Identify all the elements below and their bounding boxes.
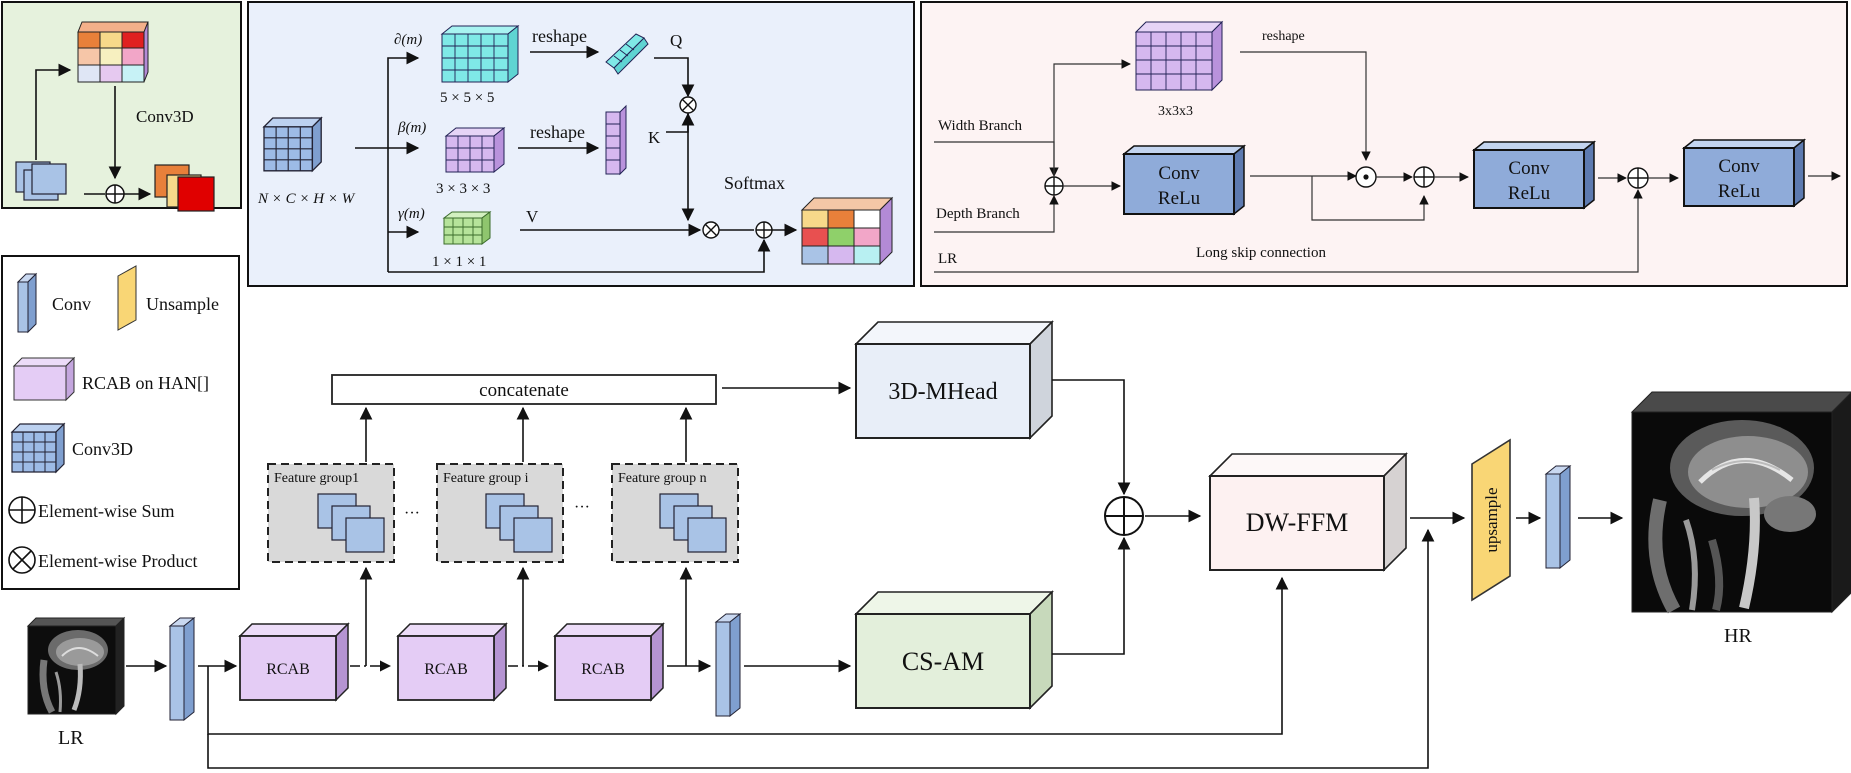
gamma-m-label: γ(m) (398, 206, 425, 222)
conv-relu-1-conv: Conv (1158, 163, 1200, 184)
fusion-sum-icon-1 (1413, 166, 1435, 188)
panel-conv3d-residual: Conv3D (1, 1, 242, 212)
upsample-label: upsample (1482, 487, 1501, 552)
k333-label: 3 × 3 × 3 (436, 181, 490, 197)
conv-relu-3-relu: ReLu (1718, 181, 1761, 202)
reshape-k-label: reshape (530, 122, 585, 142)
input-dims-label: N × C × H × W (257, 191, 356, 207)
residual-sum-icon (755, 221, 773, 239)
q-label: Q (670, 31, 682, 50)
csam-block: CS-AM (854, 590, 1054, 710)
conv-block-final (1544, 464, 1572, 570)
feature-group-i-label: Feature group i (443, 471, 529, 486)
conv-relu-3-conv: Conv (1718, 156, 1760, 177)
width-branch-label: Width Branch (938, 118, 1022, 134)
concatenate-bar: concatenate (331, 374, 717, 405)
legend-product-label: Element-wise Product (38, 551, 197, 571)
hr-mri-image (1630, 391, 1851, 614)
k-vector (605, 104, 627, 176)
depth-branch-label: Depth Branch (936, 206, 1020, 222)
cube-5x5x5 (440, 24, 520, 84)
feature-group-1: Feature group1 (267, 463, 395, 563)
rcab-block-2: RCAB (396, 622, 508, 702)
cube-3x3x3 (444, 126, 506, 174)
rcab-2-label: RCAB (424, 661, 468, 678)
reshape-q-label: reshape (532, 26, 587, 46)
conv-block-head (168, 616, 196, 722)
conv3d-colored-cube (77, 21, 149, 83)
input-cube (263, 117, 322, 172)
conv-block-tail (714, 612, 742, 718)
csam-label: CS-AM (902, 647, 984, 676)
feature-group-n-label: Feature group n (618, 471, 707, 486)
legend-upsample-label: Unsample (146, 294, 219, 314)
v-label: V (526, 207, 539, 226)
upsample-icon (117, 265, 137, 331)
lr-label: LR (58, 727, 84, 749)
panel-multihead-attention: N × C × H × W ∂(m) β(m) γ(m) 5 × 5 × 5 3… (247, 1, 915, 287)
ellipsis-2: ··· (574, 499, 590, 516)
long-skip-label: Long skip connection (1196, 245, 1326, 261)
softmax-label: Softmax (724, 173, 785, 193)
merge-sum-icon (1104, 496, 1144, 536)
hadamard-product-icon (1355, 166, 1377, 188)
k111-label: 1 × 1 × 1 (432, 254, 486, 270)
element-wise-sum-icon (8, 496, 36, 524)
element-wise-product-icon (8, 546, 36, 574)
k-label: K (648, 128, 661, 147)
rcab-3-label: RCAB (581, 661, 625, 678)
cube-1x1x1 (442, 211, 492, 245)
qk-product-icon (679, 96, 697, 114)
conv3d-icon (11, 423, 65, 473)
hr-label: HR (1724, 625, 1752, 647)
beta-m-label: β(m) (397, 120, 426, 136)
conv-relu-block-3: Conv ReLu (1681, 138, 1807, 208)
fusion-kernel-label: 3x3x3 (1158, 104, 1193, 119)
conv-relu-1-relu: ReLu (1158, 188, 1201, 209)
feature-group-1-label: Feature group1 (274, 471, 359, 486)
output-feature-stack (154, 164, 215, 212)
q-vector (605, 33, 649, 75)
mhead-label: 3D-MHead (888, 379, 997, 405)
dwffm-label: DW-FFM (1246, 508, 1349, 537)
partial-m-label: ∂(m) (394, 32, 422, 48)
fusion-sum-icon-2 (1627, 167, 1649, 189)
av-product-icon (702, 221, 720, 239)
conv-relu-2-relu: ReLu (1508, 183, 1551, 204)
lr-mri-image (26, 616, 126, 716)
conv-icon (16, 272, 38, 334)
legend-sum-label: Element-wise Sum (38, 501, 174, 521)
ellipsis-1: ··· (404, 505, 420, 522)
legend-conv3d-label: Conv3D (72, 439, 133, 459)
upsample-block: upsample (1471, 438, 1511, 602)
rcab-1-label: RCAB (266, 661, 310, 678)
fusion-reshape-label: reshape (1262, 29, 1305, 44)
k555-label: 5 × 5 × 5 (440, 90, 494, 106)
feature-group-i: Feature group i (436, 463, 564, 563)
feature-group-n: Feature group n (611, 463, 739, 563)
rcab-block-1: RCAB (238, 622, 350, 702)
mhead-block: 3D-MHead (854, 320, 1054, 440)
lr-skip-label: LR (938, 251, 957, 267)
conv-relu-block-1: Conv ReLu (1121, 144, 1247, 216)
panel-dw-fusion: 3x3x3 reshape Width Branch Depth Branch … (920, 1, 1848, 287)
rcab-block-3: RCAB (553, 622, 665, 702)
conv-relu-2-conv: Conv (1508, 158, 1550, 179)
legend-conv-label: Conv (52, 294, 91, 314)
legend-panel: Conv Unsample RCAB on HAN[] Conv3D Eleme… (1, 255, 240, 590)
conv-relu-block-2: Conv ReLu (1471, 140, 1597, 210)
rcab-icon (12, 356, 76, 402)
conv3d-label: Conv3D (136, 107, 194, 126)
attention-output-cube (800, 196, 894, 266)
branch-sum-icon (1044, 176, 1064, 196)
fusion-cube-3x3x3 (1134, 20, 1224, 92)
concatenate-label: concatenate (479, 380, 569, 401)
input-feature-stack (15, 161, 67, 201)
legend-rcab-label: RCAB on HAN[] (82, 373, 209, 393)
dwffm-block: DW-FFM (1208, 452, 1408, 572)
